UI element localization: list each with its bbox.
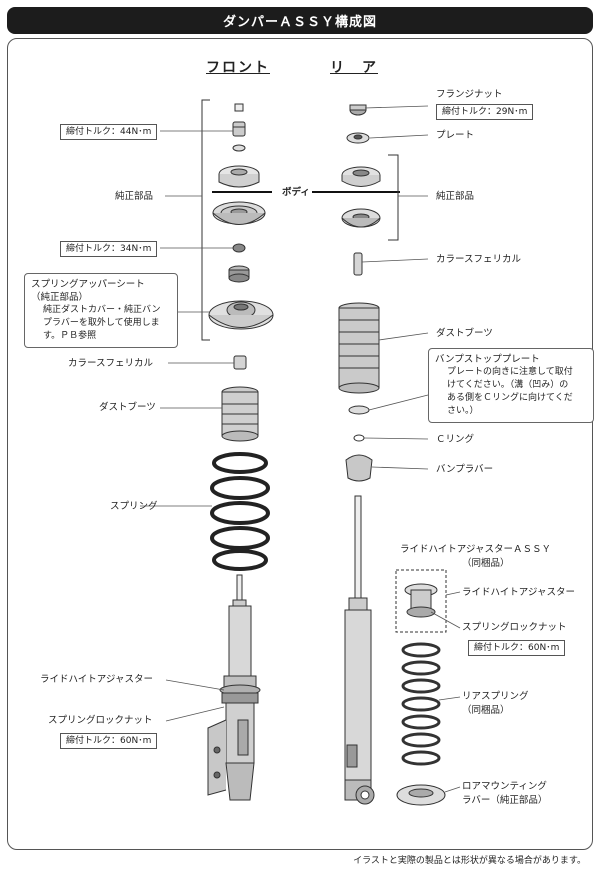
rear-flange-nut-label: フランジナット	[436, 89, 503, 100]
rear-flange-nut	[349, 104, 367, 116]
front-dust-boot-label: ダストブーツ	[99, 402, 156, 413]
upper-seat-note-line: 純正ダストカバー・純正バン	[43, 305, 161, 315]
bump-plate-note-line: さい。）	[447, 406, 479, 416]
front-lower-mount	[212, 201, 266, 225]
upper-seat-note-title: スプリングアッパーシート	[31, 279, 145, 290]
rear-column-title: リ ア	[330, 60, 378, 76]
bump-plate-note-line: けてください。（溝（凹み）の	[447, 380, 569, 390]
front-torque-34: 締付トルク：34N･m	[60, 241, 158, 257]
rear-torque-60: 締付トルク：60N･m	[468, 640, 566, 656]
front-ride-height-label: ライドハイトアジャスター	[40, 674, 153, 685]
rear-bump-rubber-label: バンプラバー	[436, 464, 494, 475]
bump-plate-note-line: プレートの向きに注意して取付	[447, 367, 573, 377]
front-top-nut	[234, 103, 244, 112]
upper-seat-note-line: す。ＰＢ参照	[43, 331, 97, 341]
bump-plate-note-title: バンプストッププレート	[435, 354, 540, 365]
rear-lower-mount	[341, 208, 381, 228]
upper-seat-note-line: プラバーを取外して使用しま	[43, 318, 160, 328]
rear-rh-assy-sub: （同梱品）	[462, 558, 510, 569]
rear-bump-rubber	[345, 454, 373, 482]
diagram-border	[7, 38, 593, 850]
rear-shock-body	[344, 597, 375, 805]
front-dust-boot	[221, 386, 259, 442]
front-torque-44: 締付トルク：44N･m	[60, 124, 158, 140]
rear-collar-label: カラースフェリカル	[436, 254, 522, 265]
rear-torque-29: 締付トルク：29N･m	[436, 104, 534, 120]
rear-ride-height-adjuster	[404, 583, 438, 618]
rear-spring-label: リアスプリング	[462, 691, 529, 702]
front-column-title: フロント	[206, 60, 270, 76]
rear-upper-mount	[341, 166, 381, 187]
rear-lower-mounting-rubber	[396, 784, 446, 806]
rear-lower-rubber-label: ロアマウンティング	[462, 781, 547, 792]
front-upper-seat-note: スプリングアッパーシート （純正部品） 純正ダストカバー・純正バン プラバーを取…	[24, 273, 178, 348]
rear-genuine-label: 純正部品	[436, 191, 475, 202]
rear-spring	[401, 642, 441, 766]
rear-rh-assy-label: ライドハイトアジャスターＡＳＳＹ	[400, 544, 551, 555]
front-genuine-label: 純正部品	[115, 191, 154, 202]
rear-spring-sub: （同梱品）	[462, 705, 510, 716]
front-collar-nut	[232, 121, 246, 137]
rear-lock-nut-label: スプリングロックナット	[462, 622, 567, 633]
front-collar-label: カラースフェリカル	[68, 358, 154, 369]
front-bearing	[228, 265, 250, 283]
rear-dust-boot-label: ダストブーツ	[436, 328, 493, 339]
rear-ride-height-label: ライドハイトアジャスター	[462, 587, 575, 598]
body-label: ボディ	[282, 187, 310, 198]
rear-plate-label: プレート	[436, 130, 475, 141]
footer-disclaimer: イラストと実際の製品とは形状が異なる場合があります。	[353, 856, 586, 866]
front-torque-60: 締付トルク：60N･m	[60, 733, 158, 749]
front-shock-body	[207, 605, 261, 801]
rear-dust-boot	[338, 302, 380, 394]
bump-plate-note-line: ある側をＣリングに向けてくだ	[447, 393, 573, 403]
front-spring-label: スプリング	[110, 501, 158, 512]
front-spring	[210, 452, 270, 571]
page-title: ダンパーＡＳＳＹ構成図	[7, 7, 593, 34]
rear-c-ring-label: Ｃリング	[436, 434, 475, 445]
rear-lower-rubber-sub: ラバー（純正部品）	[462, 795, 548, 806]
upper-seat-note-subtitle: （純正部品）	[31, 292, 89, 303]
front-lock-nut-label: スプリングロックナット	[48, 715, 153, 726]
front-upper-seat	[208, 300, 274, 330]
front-upper-mount	[218, 165, 260, 188]
rear-bump-plate-note: バンプストッププレート プレートの向きに注意して取付 けてください。（溝（凹み）…	[428, 348, 594, 423]
